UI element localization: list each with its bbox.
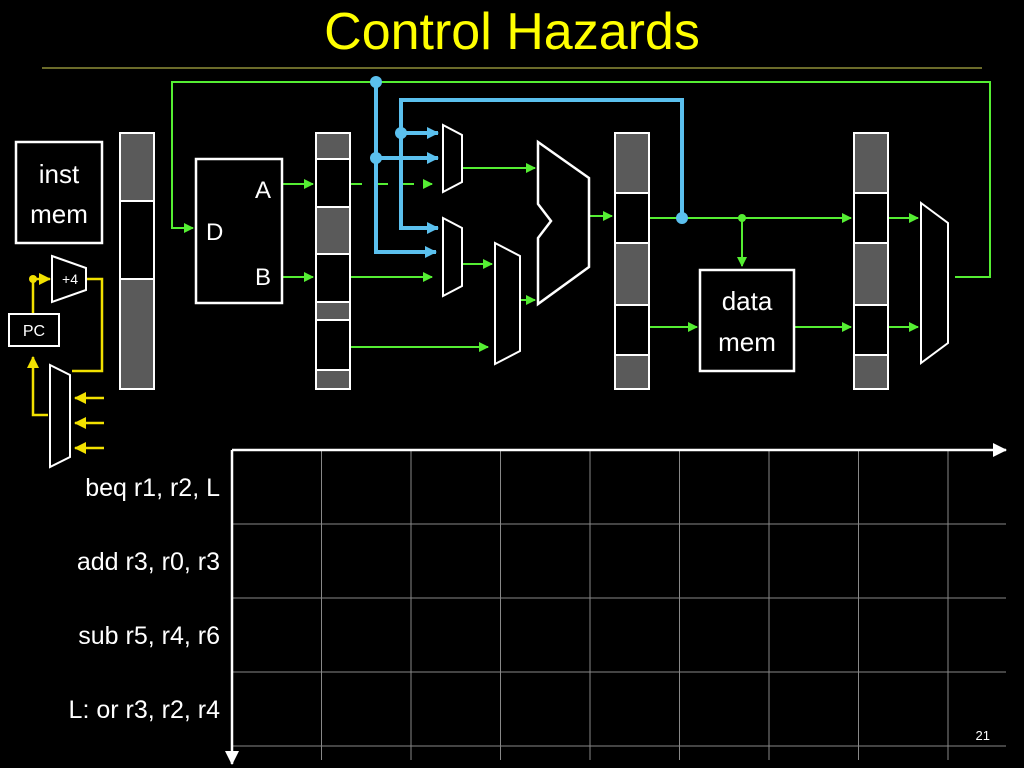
data-mem-label-2: mem	[718, 327, 776, 357]
writeback-wire	[171, 81, 991, 278]
junction-dot	[738, 214, 746, 222]
page-number: 21	[975, 728, 990, 743]
inst-mem-label-1: inst	[39, 159, 80, 189]
timeline-grid	[232, 450, 1006, 760]
id-ex-register	[315, 132, 351, 390]
pc-mux	[49, 363, 71, 469]
forwarding-wires	[374, 82, 684, 258]
alu	[536, 139, 591, 307]
mem-wb-register	[853, 132, 889, 390]
instruction-label: add r3, r0, r3	[76, 548, 220, 576]
inst-mem-label-2: mem	[30, 199, 88, 229]
register-file: D A B	[194, 157, 284, 305]
alu-b-mux	[494, 241, 521, 366]
pc-junction-dot	[29, 275, 37, 283]
inst-mem: inst mem	[14, 140, 104, 245]
ex-mem-register	[614, 132, 650, 390]
instruction-label: sub r5, r4, r6	[78, 622, 220, 650]
data-mem-label-1: data	[722, 286, 773, 316]
pc-register: PC	[8, 313, 60, 347]
regfile-d-label: D	[206, 219, 223, 246]
writeback-mux	[920, 201, 949, 365]
regfile-a-label: A	[255, 177, 271, 204]
forwarding-dots	[370, 76, 688, 224]
instruction-label: beq r1, r2, L	[85, 474, 220, 502]
forward-mux-b	[442, 216, 463, 298]
instruction-label: L: or r3, r2, r4	[68, 696, 220, 724]
adder: +4	[51, 254, 87, 304]
adder-label: +4	[62, 271, 78, 287]
forward-mux-a	[442, 123, 463, 194]
slide-title: Control Hazards	[324, 3, 700, 61]
pc-label: PC	[23, 323, 45, 340]
regfile-b-label: B	[255, 264, 271, 291]
data-mem: data mem	[698, 268, 796, 373]
if-id-register	[119, 132, 155, 390]
